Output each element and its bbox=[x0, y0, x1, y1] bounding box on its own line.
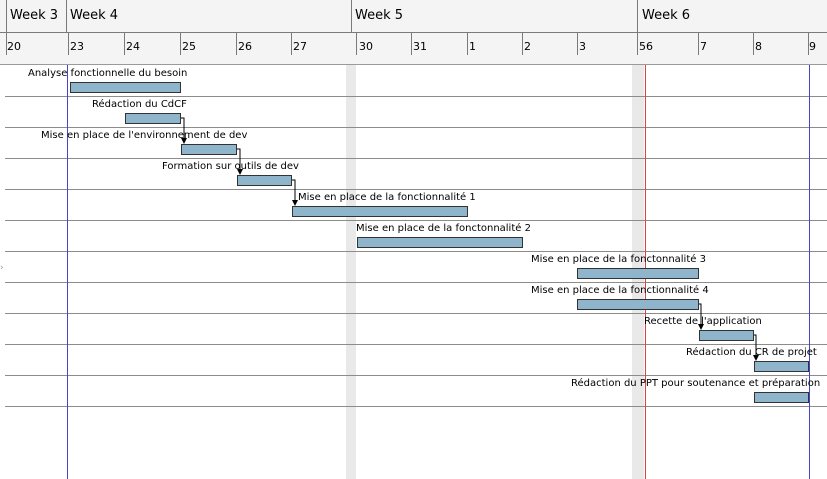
day-label: 8 bbox=[755, 40, 762, 53]
task-label: Mise en place de la fonctonnalité 2 bbox=[356, 223, 531, 234]
day-tick bbox=[236, 33, 237, 55]
day-tick bbox=[411, 33, 412, 55]
task-bar[interactable] bbox=[70, 82, 181, 93]
row-divider bbox=[5, 375, 827, 376]
day-tick bbox=[808, 33, 809, 55]
task-label: Recette de l'application bbox=[644, 316, 762, 327]
task-label: Mise en place de la fonctionnalité 1 bbox=[298, 192, 476, 203]
timeline-header: Week 3 Week 4 Week 5 Week 6 20 23 24 25 … bbox=[0, 0, 827, 65]
task-label: Mise en place de la fonctionnalité 4 bbox=[531, 285, 709, 296]
task-bar[interactable] bbox=[754, 392, 809, 403]
end-marker bbox=[809, 65, 810, 479]
row-divider bbox=[5, 158, 827, 159]
week-tick bbox=[66, 0, 67, 32]
day-tick bbox=[68, 33, 69, 55]
day-label: 7 bbox=[700, 40, 707, 53]
row-divider bbox=[5, 313, 827, 314]
week-tick bbox=[637, 0, 638, 32]
task-label: Rédaction du CdCF bbox=[92, 99, 187, 110]
task-label: Rédaction du PPT pour soutenance et prép… bbox=[571, 378, 821, 389]
day-tick bbox=[467, 33, 468, 55]
day-tick bbox=[356, 33, 357, 55]
task-bar[interactable] bbox=[357, 237, 523, 248]
header-divider bbox=[0, 32, 827, 33]
row-divider bbox=[5, 282, 827, 283]
week-label-3: Week 3 bbox=[10, 8, 59, 23]
row-divider bbox=[5, 96, 827, 97]
row-divider bbox=[5, 406, 827, 407]
week-tick bbox=[351, 0, 352, 32]
task-bar[interactable] bbox=[237, 175, 292, 186]
day-tick bbox=[291, 33, 292, 55]
week-label-6: Week 6 bbox=[642, 8, 691, 23]
day-label: 31 bbox=[413, 40, 427, 53]
day-label: 25 bbox=[182, 40, 196, 53]
week-label-4: Week 4 bbox=[70, 8, 119, 23]
day-label: 26 bbox=[238, 40, 252, 53]
task-bar[interactable] bbox=[181, 144, 237, 155]
task-bar[interactable] bbox=[125, 113, 181, 124]
chart-area: › Analyse fonctionnelle du besoin Rédact… bbox=[0, 65, 827, 479]
row-divider bbox=[5, 344, 827, 345]
week-label-5: Week 5 bbox=[355, 8, 404, 23]
task-bar[interactable] bbox=[699, 330, 754, 341]
day-tick bbox=[577, 33, 578, 55]
day-label: 23 bbox=[70, 40, 84, 53]
day-label: 24 bbox=[126, 40, 140, 53]
day-label: 9 bbox=[809, 40, 816, 53]
task-bar[interactable] bbox=[577, 299, 699, 310]
row-divider bbox=[5, 189, 827, 190]
task-bar[interactable] bbox=[577, 268, 699, 279]
week-tick bbox=[6, 0, 7, 32]
weekend-band bbox=[346, 65, 356, 479]
dependency-arrow bbox=[292, 179, 298, 206]
task-label: Mise en place de l'environnement de dev bbox=[41, 130, 248, 141]
day-tick bbox=[522, 33, 523, 55]
day-tick bbox=[180, 33, 181, 55]
today-marker bbox=[67, 65, 68, 479]
day-tick bbox=[698, 33, 699, 55]
row-divider bbox=[5, 251, 827, 252]
day-tick bbox=[637, 33, 638, 55]
task-label: Mise en place de la fonctonnalité 3 bbox=[531, 254, 706, 265]
task-bar[interactable] bbox=[292, 206, 468, 217]
scroll-handle-icon[interactable]: › bbox=[0, 263, 4, 273]
task-bar[interactable] bbox=[754, 361, 809, 372]
day-label: 2 bbox=[524, 40, 531, 53]
day-tick bbox=[6, 33, 7, 55]
day-label: 56 bbox=[639, 40, 653, 53]
day-tick bbox=[753, 33, 754, 55]
task-label: Formation sur outils de dev bbox=[162, 161, 299, 172]
task-label: Analyse fonctionnelle du besoin bbox=[28, 68, 188, 79]
row-divider bbox=[5, 220, 827, 221]
day-label: 20 bbox=[7, 40, 21, 53]
row-divider bbox=[5, 127, 827, 128]
day-label: 3 bbox=[579, 40, 586, 53]
day-tick bbox=[124, 33, 125, 55]
task-label: Rédaction du CR de projet bbox=[686, 347, 817, 358]
day-label: 30 bbox=[359, 40, 373, 53]
day-label: 1 bbox=[469, 40, 476, 53]
day-label: 27 bbox=[293, 40, 307, 53]
